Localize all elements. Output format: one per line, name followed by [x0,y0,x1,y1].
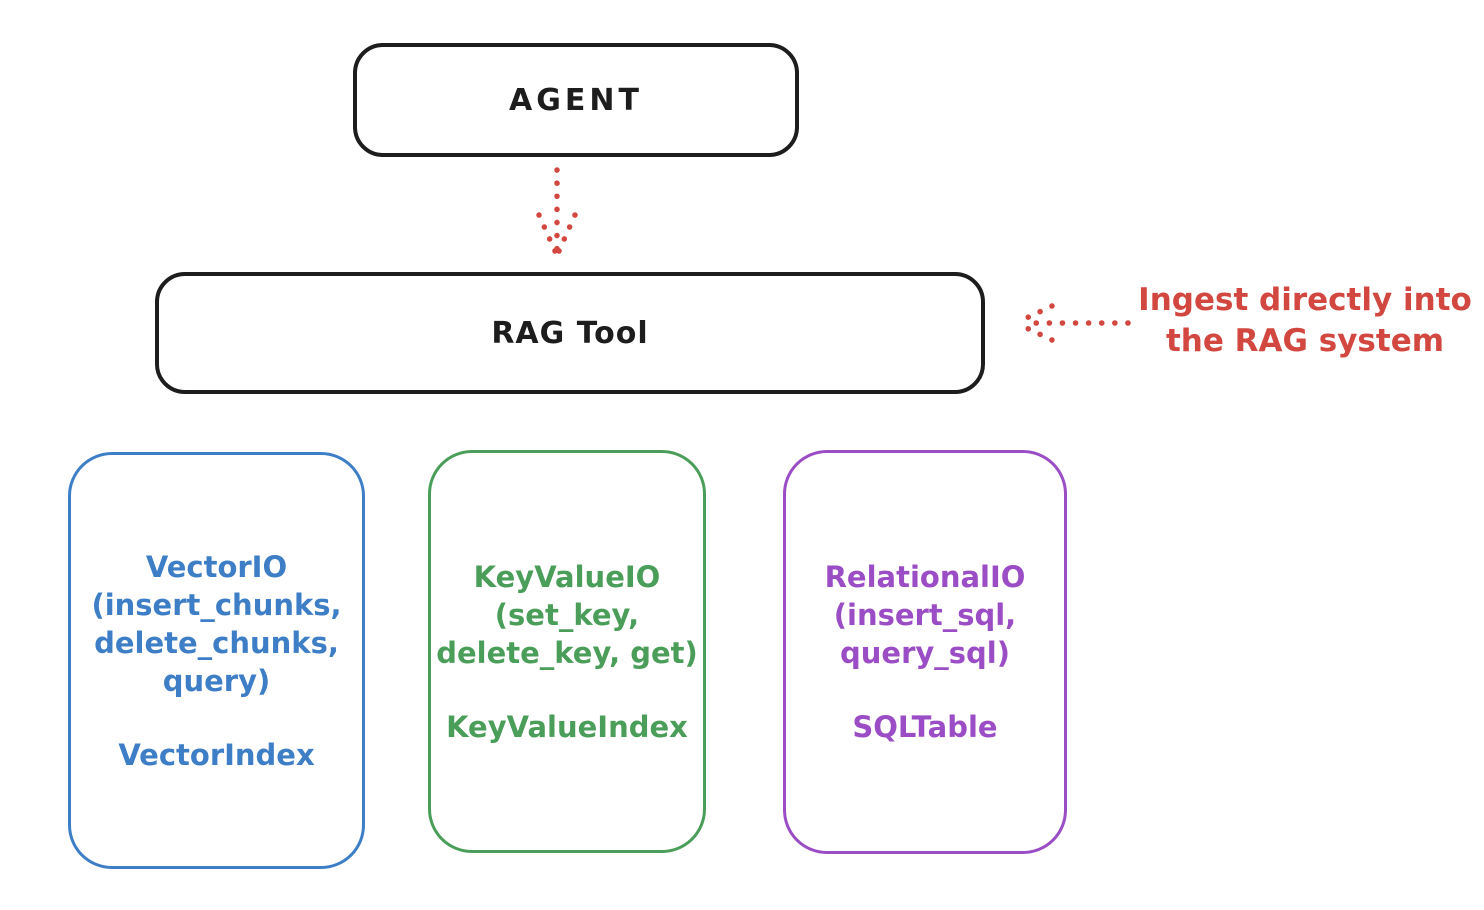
keyvalue-io-methods-line2: delete_key, get) [436,635,698,670]
vector-io-node: VectorIO (insert_chunks, delete_chunks, … [68,452,365,869]
ingest-annotation-line2: the RAG system [1165,323,1445,359]
vector-io-index-label: VectorIndex [118,737,315,772]
rag-tool-node-label: RAG Tool [491,315,649,351]
keyvalue-io-title: KeyValueIO [473,559,661,594]
dotted-down-arrow-icon [536,167,578,255]
vector-io-methods-line1: (insert_chunks, [91,587,342,622]
agent-node-label: AGENT [509,82,643,118]
vector-io-methods-line2: delete_chunks, [94,625,339,660]
keyvalue-io-node: KeyValueIO (set_key, delete_key, get) Ke… [428,450,706,853]
ingest-annotation-line1: Ingest directly into [1138,282,1472,318]
dotted-left-arrow-icon [1015,303,1131,343]
vector-io-methods-line3: query) [162,663,271,698]
relational-io-methods-line1: (insert_sql, [833,598,1017,632]
relational-io-methods-line2: query_sql) [840,636,1010,670]
rag-tool-node: RAG Tool [155,272,985,394]
relational-io-title: RelationalIO [824,560,1026,594]
ingest-annotation: Ingest directly into the RAG system [1130,280,1480,362]
relational-io-node: RelationalIO (insert_sql, query_sql) SQL… [783,450,1067,854]
agent-node: AGENT [353,43,799,157]
keyvalue-io-index-label: KeyValueIndex [446,709,688,744]
keyvalue-io-methods-line1: (set_key, [494,597,640,632]
relational-io-index-label: SQLTable [852,710,998,744]
vector-io-title: VectorIO [145,549,288,584]
